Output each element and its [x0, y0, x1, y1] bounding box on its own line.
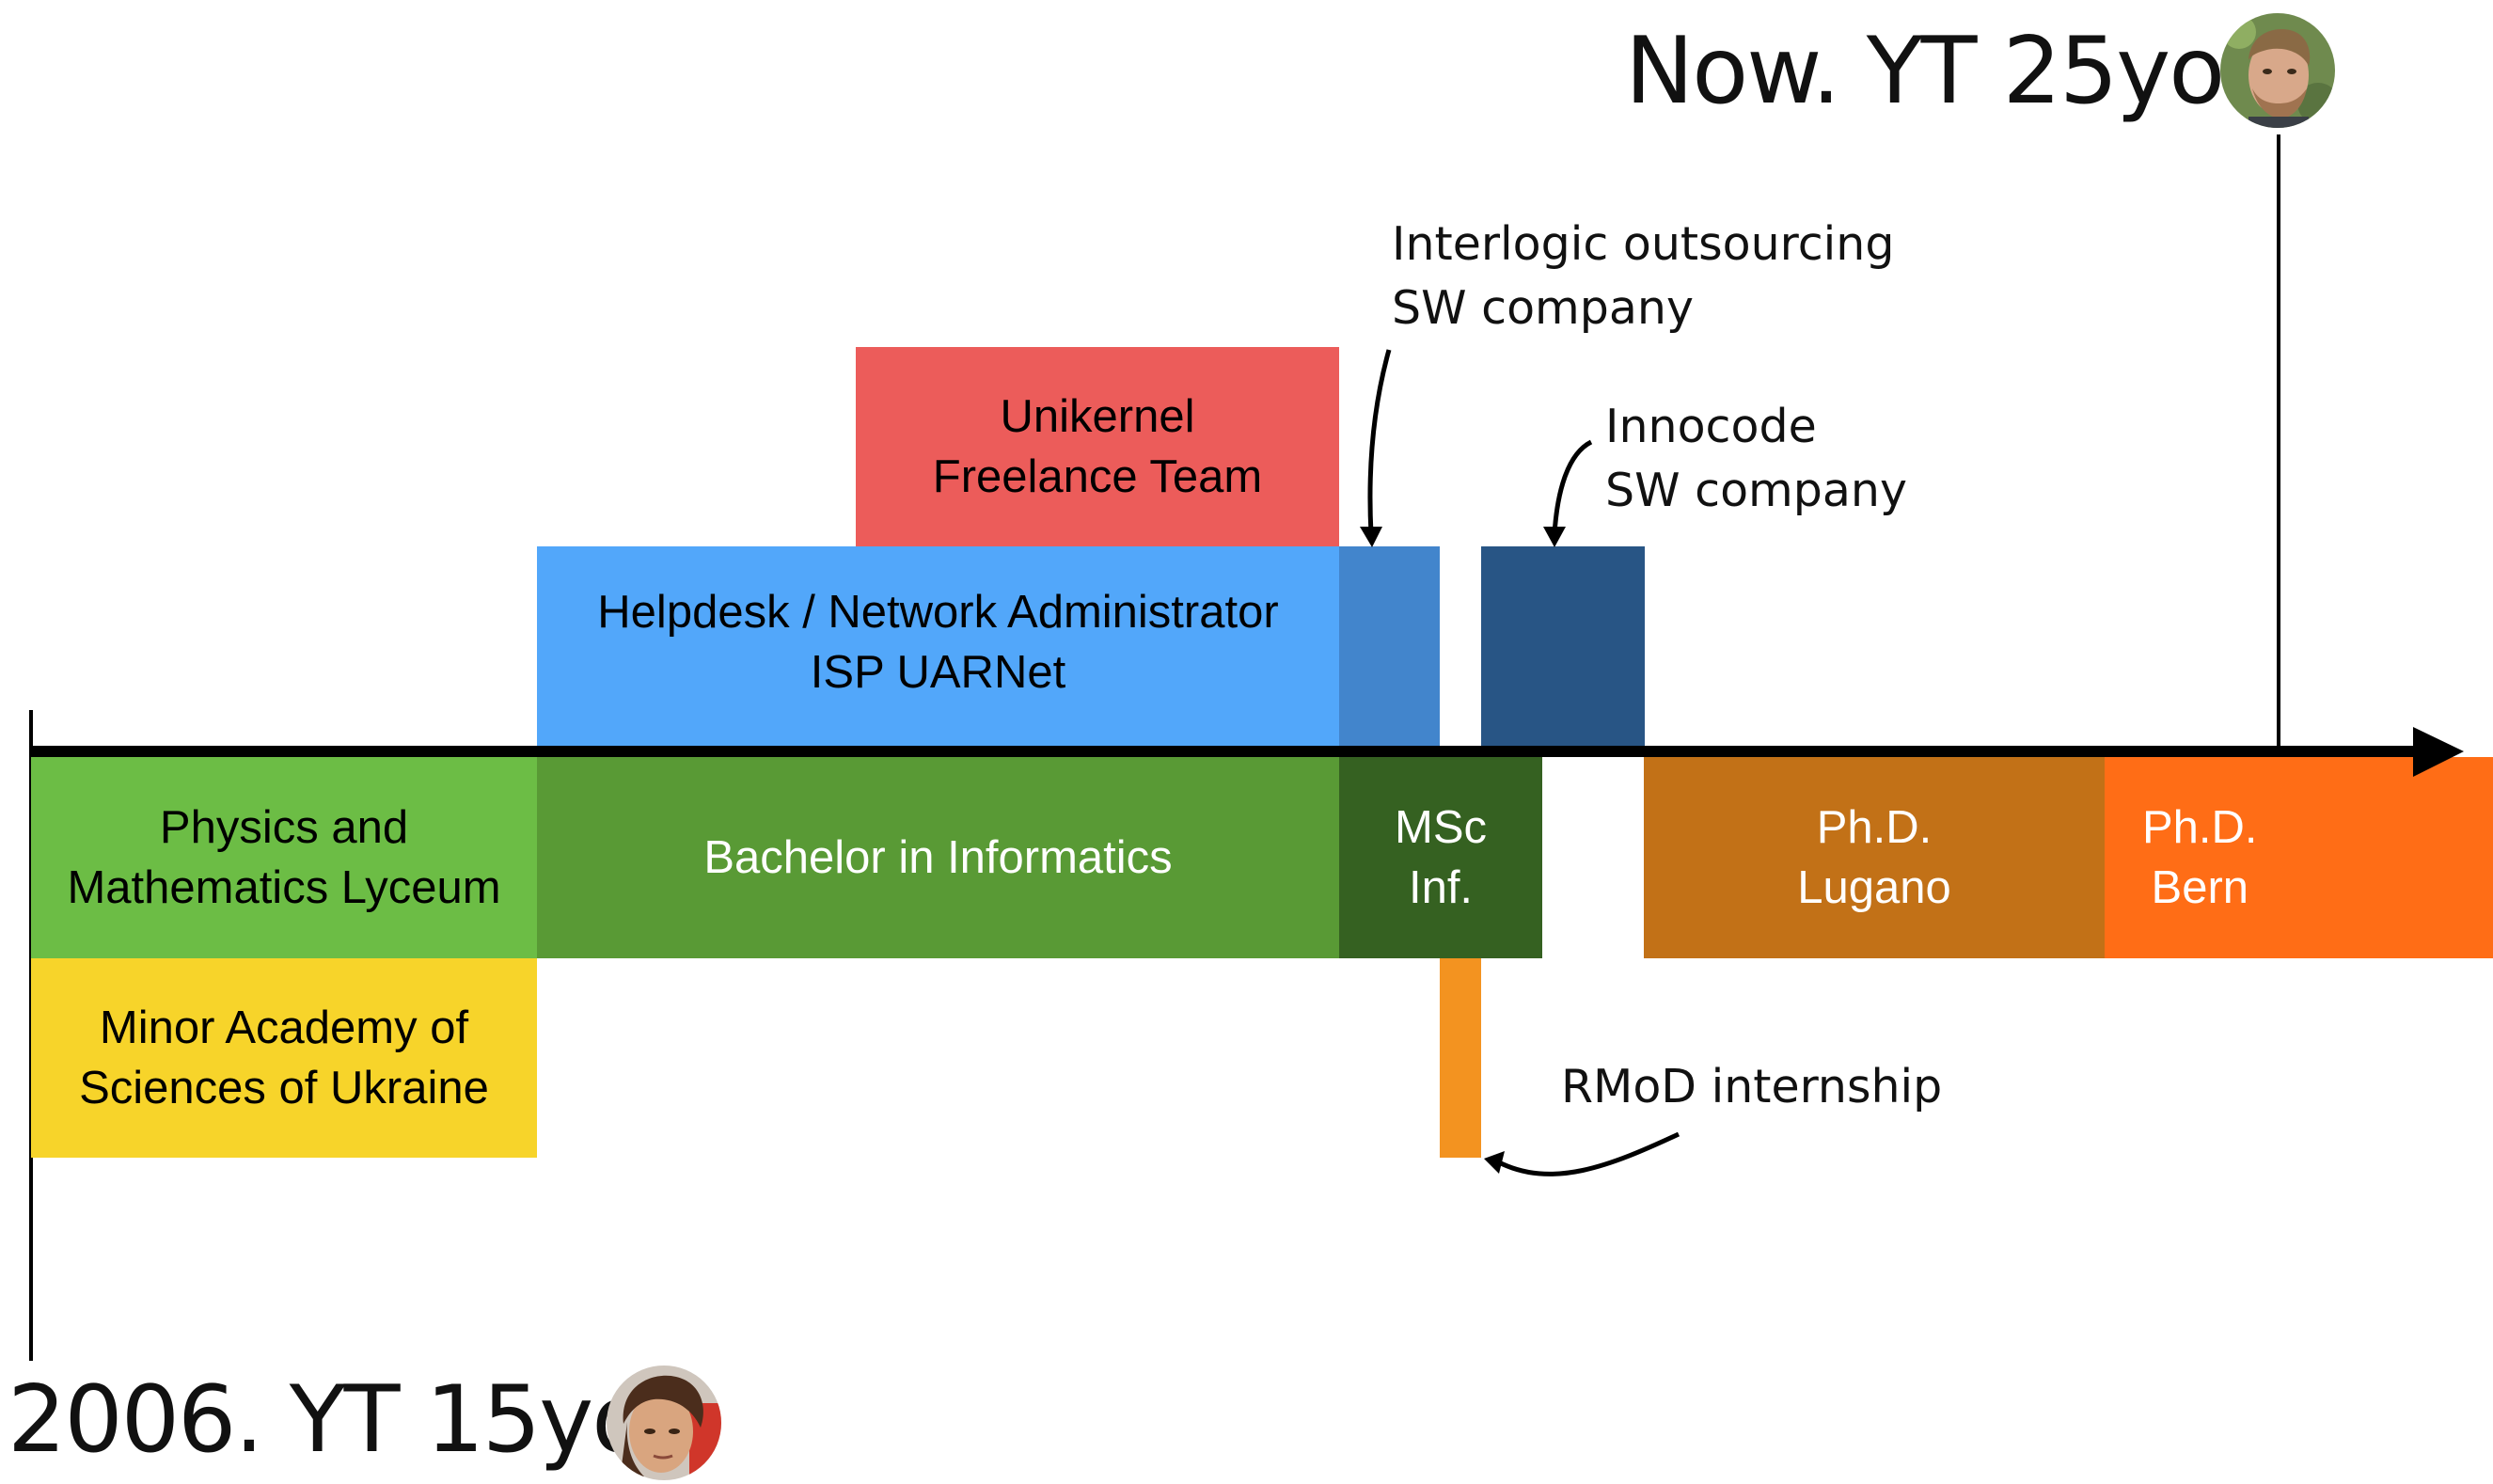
block-innocode — [1481, 546, 1645, 746]
block-bachelor: Bachelor in Informatics — [537, 757, 1339, 958]
interlogic-pointer-arrow — [1367, 349, 1392, 535]
block-unikernel: Unikernel Freelance Team — [856, 347, 1339, 546]
block-phd-bern: Ph.D. Bern — [2105, 757, 2493, 958]
innocode-pointer-arrow — [1552, 439, 1593, 535]
portrait-adult-icon — [2220, 13, 2335, 128]
innocode-pointer-arrowhead — [1543, 527, 1566, 547]
block-rmod — [1440, 958, 1481, 1158]
start-label: 2006. YT 15yo — [8, 1366, 648, 1474]
block-minor-academy: Minor Academy of Sciences of Ukraine — [31, 958, 537, 1158]
portrait-young-icon — [607, 1366, 721, 1480]
block-interlogic — [1339, 546, 1440, 746]
annotation-innocode: Innocode SW company — [1605, 400, 1907, 517]
annotation-interlogic: Interlogic outsourcing SW company — [1392, 217, 1895, 335]
interlogic-pointer-arrowhead — [1360, 527, 1382, 547]
rmod-pointer-arrow — [1495, 1131, 1680, 1176]
end-label: Now. YT 25yo — [1625, 18, 2225, 125]
timeline-axis-arrowhead — [2413, 727, 2464, 777]
rmod-pointer-arrowhead — [1484, 1151, 1505, 1174]
block-lyceum: Physics and Mathematics Lyceum — [31, 757, 537, 958]
annotation-rmod: RMoD internship — [1561, 1060, 1943, 1113]
block-msc: MSc Inf. — [1339, 757, 1542, 958]
block-helpdesk: Helpdesk / Network Administrator ISP UAR… — [537, 546, 1339, 746]
block-phd-lugano: Ph.D. Lugano — [1644, 757, 2105, 958]
